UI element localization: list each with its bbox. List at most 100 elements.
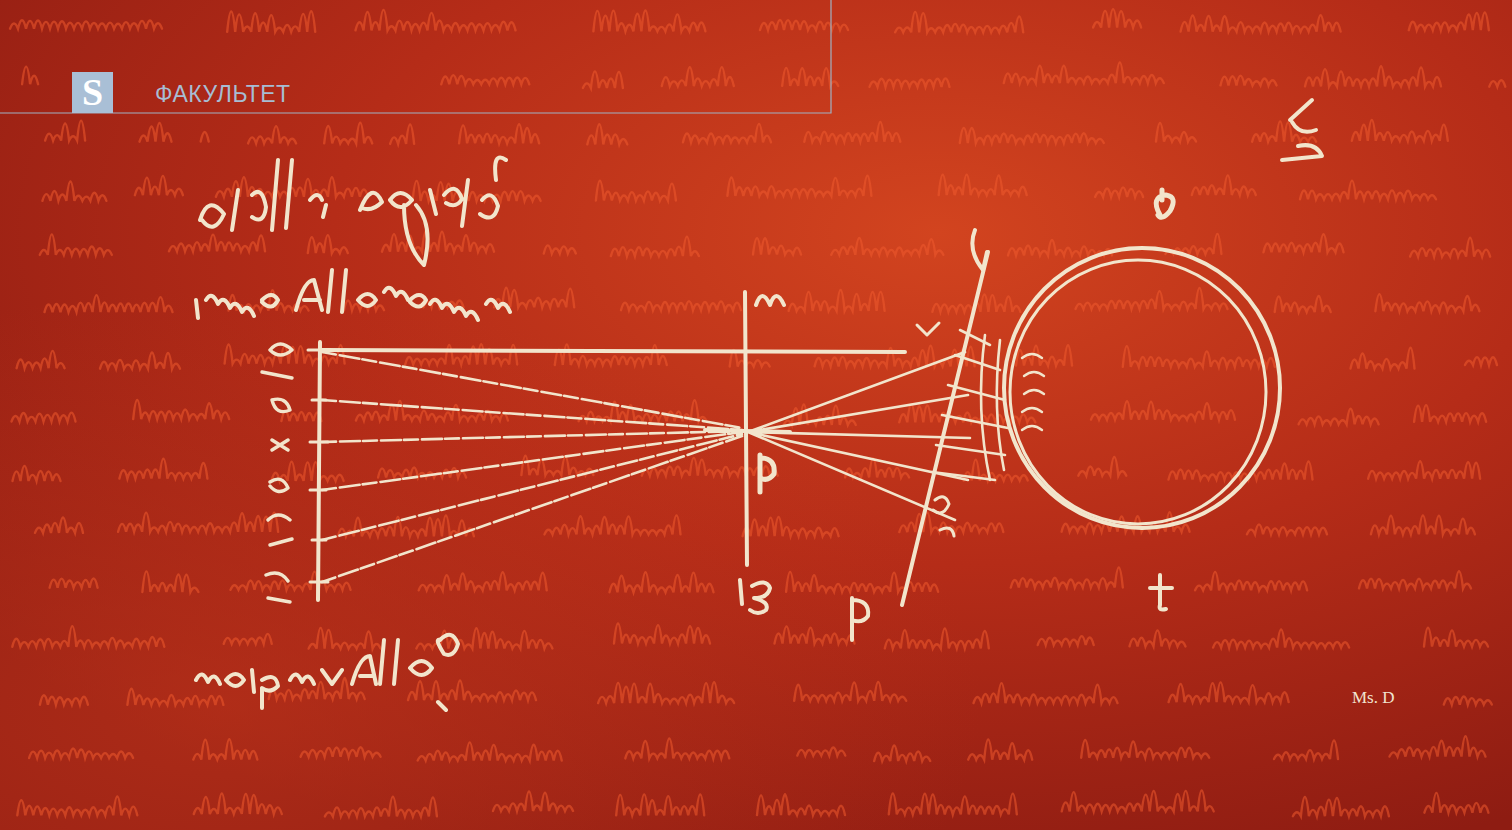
faint-word — [272, 462, 344, 481]
faint-word — [797, 748, 845, 756]
faint-word — [1095, 187, 1143, 197]
faint-word — [1489, 80, 1505, 87]
faint-word — [1081, 740, 1209, 758]
object-letters — [262, 344, 292, 602]
faint-word — [1424, 793, 1488, 813]
mark-o — [1156, 190, 1173, 217]
faint-word — [610, 572, 714, 592]
mark-l — [972, 230, 987, 270]
faint-word — [1300, 181, 1436, 200]
faint-word — [598, 682, 734, 703]
faint-word — [45, 295, 173, 312]
faint-word — [870, 78, 950, 87]
faint-word — [616, 794, 704, 815]
faint-word — [642, 458, 778, 476]
faint-word — [416, 628, 552, 648]
faint-word — [1274, 740, 1338, 759]
header-frame — [0, 0, 831, 113]
faint-word — [193, 739, 257, 759]
mark-t — [1150, 575, 1172, 610]
faint-word — [662, 67, 734, 86]
faint-word — [885, 629, 989, 649]
faint-word — [12, 626, 164, 647]
faint-word — [786, 572, 938, 592]
faint-word — [1038, 636, 1094, 645]
faint-word — [194, 793, 282, 814]
faint-word — [1156, 123, 1196, 142]
faint-word — [1169, 682, 1289, 702]
faint-word — [325, 797, 437, 817]
lens-line — [902, 252, 988, 605]
faint-word — [22, 67, 38, 85]
faint-word — [1375, 294, 1479, 311]
faint-word — [1004, 62, 1164, 83]
faint-word — [596, 181, 676, 201]
diverging-rays — [748, 352, 970, 520]
faint-word — [301, 747, 381, 757]
faint-word — [459, 124, 539, 143]
faint-word — [1213, 630, 1349, 648]
faint-word — [100, 352, 180, 368]
faint-word — [269, 678, 365, 699]
faint-word — [1008, 240, 1112, 255]
faint-word — [135, 176, 183, 195]
faint-word — [621, 301, 741, 310]
object-line — [318, 342, 320, 600]
faint-word — [405, 344, 517, 364]
faint-handwriting — [10, 9, 1505, 816]
faint-word — [10, 20, 162, 29]
faint-word — [40, 234, 112, 255]
lens-curves — [981, 335, 1004, 480]
faint-word — [1192, 175, 1256, 195]
faint-word — [1221, 76, 1277, 86]
journal-logo: S — [72, 72, 113, 113]
faint-word — [118, 513, 278, 532]
faint-word — [441, 75, 529, 84]
faint-word — [545, 515, 681, 534]
faint-word — [50, 578, 98, 587]
faint-word — [382, 231, 494, 252]
faint-word — [1414, 405, 1486, 422]
faint-word — [587, 124, 627, 144]
faint-word — [960, 128, 1104, 143]
faint-word — [169, 235, 265, 252]
faint-word — [757, 794, 845, 815]
faint-word — [1352, 120, 1448, 141]
mark-m — [756, 296, 784, 305]
faint-word — [29, 749, 133, 758]
top-ray — [322, 350, 905, 352]
faint-word — [889, 794, 1017, 815]
faint-word — [1093, 9, 1141, 27]
faint-word — [1368, 461, 1480, 479]
faint-word — [45, 121, 85, 141]
faint-word — [1091, 401, 1235, 420]
mark-a — [917, 323, 939, 335]
mark-d — [933, 497, 954, 536]
faint-word — [1409, 12, 1489, 30]
handwriting-line-3 — [196, 635, 458, 710]
faint-word — [119, 459, 207, 479]
faint-word — [408, 680, 536, 700]
faint-word — [555, 345, 667, 366]
faint-word — [794, 682, 906, 701]
faint-word — [1247, 524, 1327, 534]
handwriting-line-1 — [200, 158, 506, 266]
faint-word — [17, 796, 137, 815]
mark-top-right — [1282, 100, 1322, 160]
faint-word — [356, 10, 516, 31]
faint-word — [309, 628, 381, 649]
faint-word — [418, 742, 562, 760]
object-ticks — [308, 350, 332, 582]
faint-word — [1444, 697, 1492, 705]
faint-word — [1181, 15, 1341, 31]
faint-word — [17, 351, 65, 368]
faint-word — [727, 176, 871, 196]
faint-word — [12, 413, 76, 422]
faint-word — [1293, 797, 1389, 816]
faint-word — [683, 124, 771, 142]
faint-word — [968, 740, 1032, 760]
faint-word — [40, 695, 88, 704]
faint-word — [743, 517, 839, 536]
